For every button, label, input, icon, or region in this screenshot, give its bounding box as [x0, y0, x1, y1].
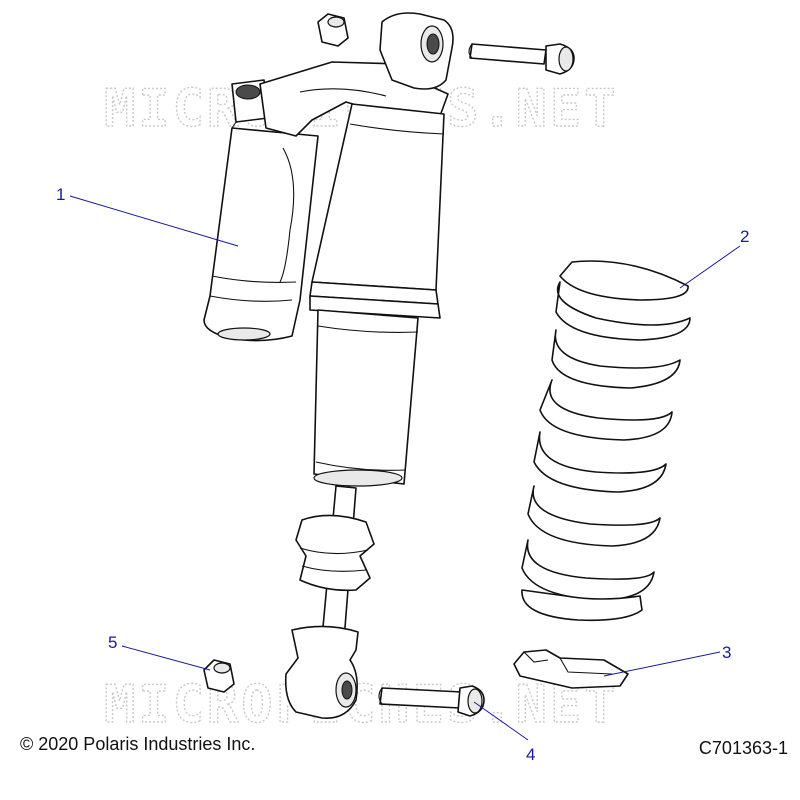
callout-5: 5 [108, 633, 211, 671]
bottom-eyelet [284, 625, 359, 719]
shock-body [309, 103, 445, 487]
callout-4: 4 [473, 701, 535, 764]
bushing-bottom [203, 659, 235, 693]
bushing-top [317, 13, 349, 47]
callout-3: 3 [603, 643, 731, 677]
bump-stop [295, 514, 375, 592]
watermark-bottom: MICROFICHES.NET [104, 675, 619, 735]
svg-text:5: 5 [108, 633, 117, 652]
diagram-code: C701363-1 [698, 738, 788, 758]
shock-absorber [203, 12, 454, 719]
svg-text:1: 1 [56, 185, 65, 204]
top-eyelet [379, 12, 454, 90]
lower-bolt [378, 685, 485, 717]
svg-text:2: 2 [740, 227, 749, 246]
svg-text:3: 3 [722, 643, 731, 662]
coil-spring [521, 260, 691, 622]
callout-2: 2 [679, 227, 749, 289]
copyright-text: © 2020 Polaris Industries Inc. [20, 734, 256, 754]
callout-1: 1 [56, 185, 239, 247]
svg-text:4: 4 [526, 745, 535, 764]
upper-bolt [468, 43, 575, 75]
spring-retainer [513, 649, 629, 689]
reservoir-canister [203, 79, 319, 342]
